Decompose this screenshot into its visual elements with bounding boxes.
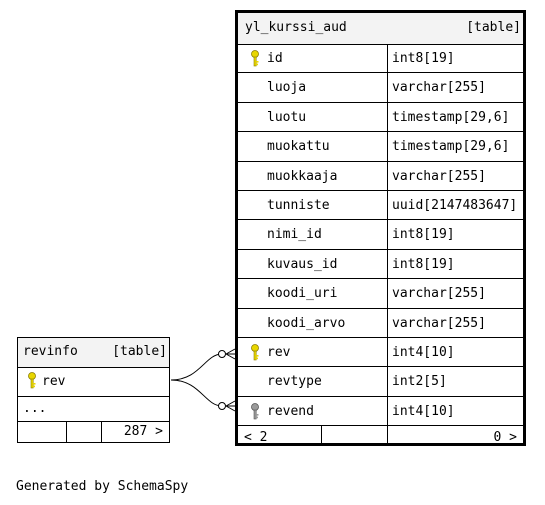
column-name[interactable]: koodi_arvo: [267, 315, 346, 331]
column-divider: [387, 396, 388, 426]
column-divider: [387, 132, 388, 161]
table-footer: < 2 0 >: [238, 425, 523, 446]
footer-divider: [321, 425, 322, 446]
column-name[interactable]: rev: [267, 345, 291, 360]
column-row[interactable]: revtype int2[5]: [238, 367, 523, 397]
column-name[interactable]: muokattu: [267, 139, 330, 155]
column-divider: [387, 102, 388, 132]
column-name[interactable]: nimi_id: [267, 227, 322, 243]
column-name[interactable]: koodi_uri: [267, 286, 338, 302]
crows-foot-marker: [225, 400, 236, 412]
table-header: yl_kurssi_aud [table]: [238, 13, 523, 45]
column-name[interactable]: luoja: [267, 80, 307, 96]
relationship-line-rev: [170, 353, 223, 381]
table-kind: [table]: [466, 20, 521, 35]
column-divider: [387, 73, 388, 102]
column-row[interactable]: id int8[19]: [238, 44, 523, 74]
primary-key-icon: [28, 372, 36, 389]
column-row[interactable]: nimi_id int8[19]: [238, 220, 523, 250]
table-footer: 287 >: [18, 422, 169, 443]
table-revinfo[interactable]: revinfo [table] rev ... 287 >: [17, 337, 170, 443]
column-name[interactable]: revend: [267, 403, 314, 419]
column-divider: [387, 308, 388, 337]
column-divider: [387, 279, 388, 308]
column-name[interactable]: kuvaus_id: [267, 256, 338, 272]
column-name[interactable]: muokkaaja: [267, 168, 338, 184]
crows-foot-marker: [225, 348, 236, 360]
column-row[interactable]: kuvaus_id int8[19]: [238, 249, 523, 280]
column-name[interactable]: id: [267, 51, 283, 66]
column-type: timestamp[29,6]: [392, 109, 510, 125]
column-divider: [387, 220, 388, 249]
column-type: int2[5]: [392, 374, 447, 390]
table-yl-kurssi-aud[interactable]: yl_kurssi_aud [table] id int8[19] luoja var…: [235, 10, 526, 446]
foreign-key-icon: [251, 402, 259, 420]
column-name[interactable]: revtype: [267, 374, 322, 390]
column-type: uuid[2147483647]: [392, 198, 518, 213]
child-count[interactable]: 0 >: [493, 430, 517, 445]
column-type: int8[19]: [392, 256, 455, 272]
child-count[interactable]: 287 >: [123, 424, 163, 439]
column-type: int4[10]: [392, 403, 455, 419]
footer-divider: [66, 422, 67, 443]
column-row[interactable]: rev int4[10]: [238, 338, 523, 368]
column-row[interactable]: rev: [18, 367, 169, 397]
column-divider: [387, 161, 388, 190]
column-divider: [387, 338, 388, 367]
column-name[interactable]: rev: [42, 374, 66, 389]
column-type: int8[19]: [392, 227, 455, 243]
column-divider: [387, 367, 388, 396]
optional-end-marker: [218, 402, 226, 410]
column-divider: [387, 191, 388, 220]
column-type: int4[10]: [392, 345, 455, 360]
column-type: varchar[255]: [392, 315, 486, 331]
table-name[interactable]: revinfo: [23, 344, 78, 359]
column-row[interactable]: muokattu timestamp[29,6]: [238, 132, 523, 162]
optional-end-marker: [218, 350, 226, 358]
column-divider: [387, 249, 388, 279]
column-row[interactable]: luoja varchar[255]: [238, 73, 523, 103]
primary-key-icon: [251, 50, 259, 67]
generated-by-note: Generated by SchemaSpy: [16, 479, 189, 494]
column-row[interactable]: revend int4[10]: [238, 396, 523, 427]
column-type: varchar[255]: [392, 286, 486, 302]
column-name[interactable]: luotu: [267, 109, 307, 125]
column-type: int8[19]: [392, 51, 455, 66]
column-row[interactable]: koodi_arvo varchar[255]: [238, 308, 523, 338]
column-row[interactable]: luotu timestamp[29,6]: [238, 102, 523, 133]
column-row[interactable]: tunniste uuid[2147483647]: [238, 191, 523, 221]
table-header: revinfo [table]: [18, 338, 169, 368]
parent-count[interactable]: < 2: [244, 430, 268, 445]
table-name[interactable]: yl_kurssi_aud: [245, 20, 347, 35]
column-row[interactable]: koodi_uri varchar[255]: [238, 279, 523, 309]
column-divider: [387, 44, 388, 73]
column-row[interactable]: muokkaaja varchar[255]: [238, 161, 523, 191]
column-type: varchar[255]: [392, 80, 486, 96]
more-columns[interactable]: ...: [18, 397, 169, 422]
relationship-line-revend: [170, 379, 223, 407]
footer-divider: [387, 425, 388, 446]
ellipsis: ...: [23, 401, 47, 416]
column-type: varchar[255]: [392, 168, 486, 184]
table-kind: [table]: [112, 344, 167, 359]
footer-divider: [101, 422, 102, 443]
column-name[interactable]: tunniste: [267, 198, 330, 213]
column-type: timestamp[29,6]: [392, 139, 510, 155]
primary-key-icon: [251, 344, 259, 361]
